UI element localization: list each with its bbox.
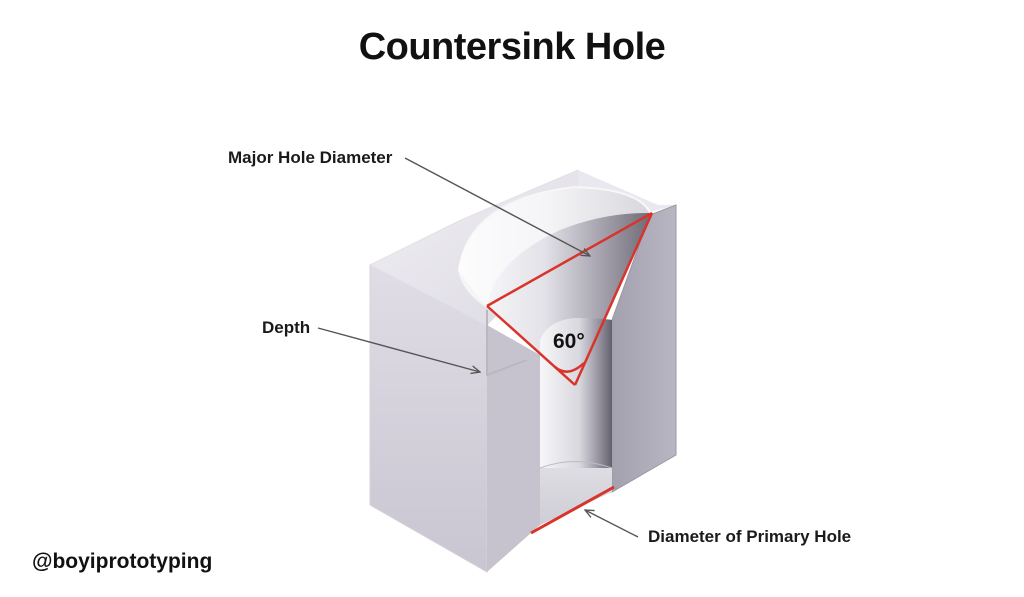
angle-arc: [554, 362, 585, 373]
primary-diameter-line: [530, 485, 615, 535]
label-depth: Depth: [262, 318, 311, 337]
angle-label: 60°: [553, 330, 585, 353]
label-primary-hole-diameter: Diameter of Primary Hole: [648, 527, 852, 546]
bore-cut-face: [487, 325, 540, 572]
leader-depth: [317, 327, 480, 372]
leader-major-diameter: [404, 157, 590, 256]
watermark-handle: @boyiprototyping: [32, 550, 213, 573]
label-major-hole-diameter: Major Hole Diameter: [228, 148, 393, 167]
hole-floor-edge: [539, 461, 613, 469]
countersink-opening: [458, 186, 652, 308]
leader-primary-diameter: [585, 510, 639, 538]
countersink-angle-lines: [486, 211, 654, 386]
diagram-title: Countersink Hole: [358, 26, 666, 68]
primary-bore: [540, 318, 612, 492]
hole-floor: [540, 468, 612, 525]
depth-outline: [486, 310, 528, 377]
